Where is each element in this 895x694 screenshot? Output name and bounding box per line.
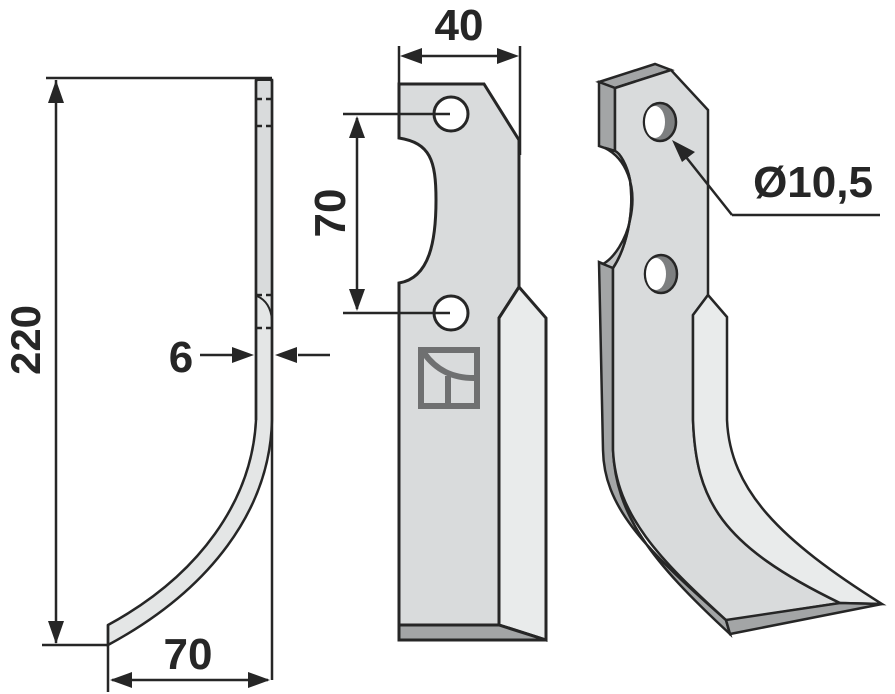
arrow-up-icon bbox=[349, 116, 365, 138]
blade-left-edge-upper bbox=[597, 80, 617, 153]
width-label: 40 bbox=[435, 1, 484, 50]
arrow-down-icon bbox=[48, 621, 64, 644]
perspective-hole-top bbox=[642, 101, 678, 143]
arrow-left-icon bbox=[275, 347, 297, 363]
arrow-right-icon bbox=[497, 48, 519, 64]
arrow-left-icon bbox=[110, 672, 132, 688]
arrow-left-icon bbox=[400, 48, 422, 64]
side-view: 220 6 70 bbox=[2, 76, 330, 692]
hole-diameter-label: Ø10,5 bbox=[753, 158, 873, 207]
blade-recess-edge bbox=[600, 146, 634, 270]
hole-spacing-dimension: 70 bbox=[306, 112, 450, 315]
height-dimension: 220 bbox=[2, 80, 108, 647]
width-dimension: 40 bbox=[397, 1, 522, 155]
height-label: 220 bbox=[2, 305, 49, 375]
blade-bottom-edge bbox=[397, 623, 547, 642]
front-view: 40 70 bbox=[306, 1, 548, 643]
hole-diameter-callout: Ø10,5 bbox=[672, 140, 880, 217]
arrow-right-icon bbox=[248, 672, 270, 688]
blade-edge-face bbox=[258, 81, 270, 293]
arrow-up-icon bbox=[48, 80, 64, 103]
hidden-hole-lines bbox=[256, 97, 272, 330]
leader-arrow-icon bbox=[672, 140, 695, 162]
blade-bevel bbox=[497, 284, 548, 643]
thickness-label: 6 bbox=[169, 333, 193, 382]
arrow-down-icon bbox=[349, 289, 365, 311]
perspective-hole-bottom bbox=[643, 253, 679, 295]
offset-label: 70 bbox=[164, 630, 213, 679]
arrow-right-icon bbox=[232, 347, 254, 363]
blade-perspective-bottom-edge bbox=[724, 601, 883, 636]
hole-spacing-label: 70 bbox=[306, 189, 355, 238]
offset-dimension: 70 bbox=[106, 625, 270, 692]
perspective-view: Ø10,5 bbox=[595, 62, 887, 638]
manufacturer-logo-icon bbox=[418, 347, 480, 409]
thickness-dimension: 6 bbox=[169, 333, 330, 382]
